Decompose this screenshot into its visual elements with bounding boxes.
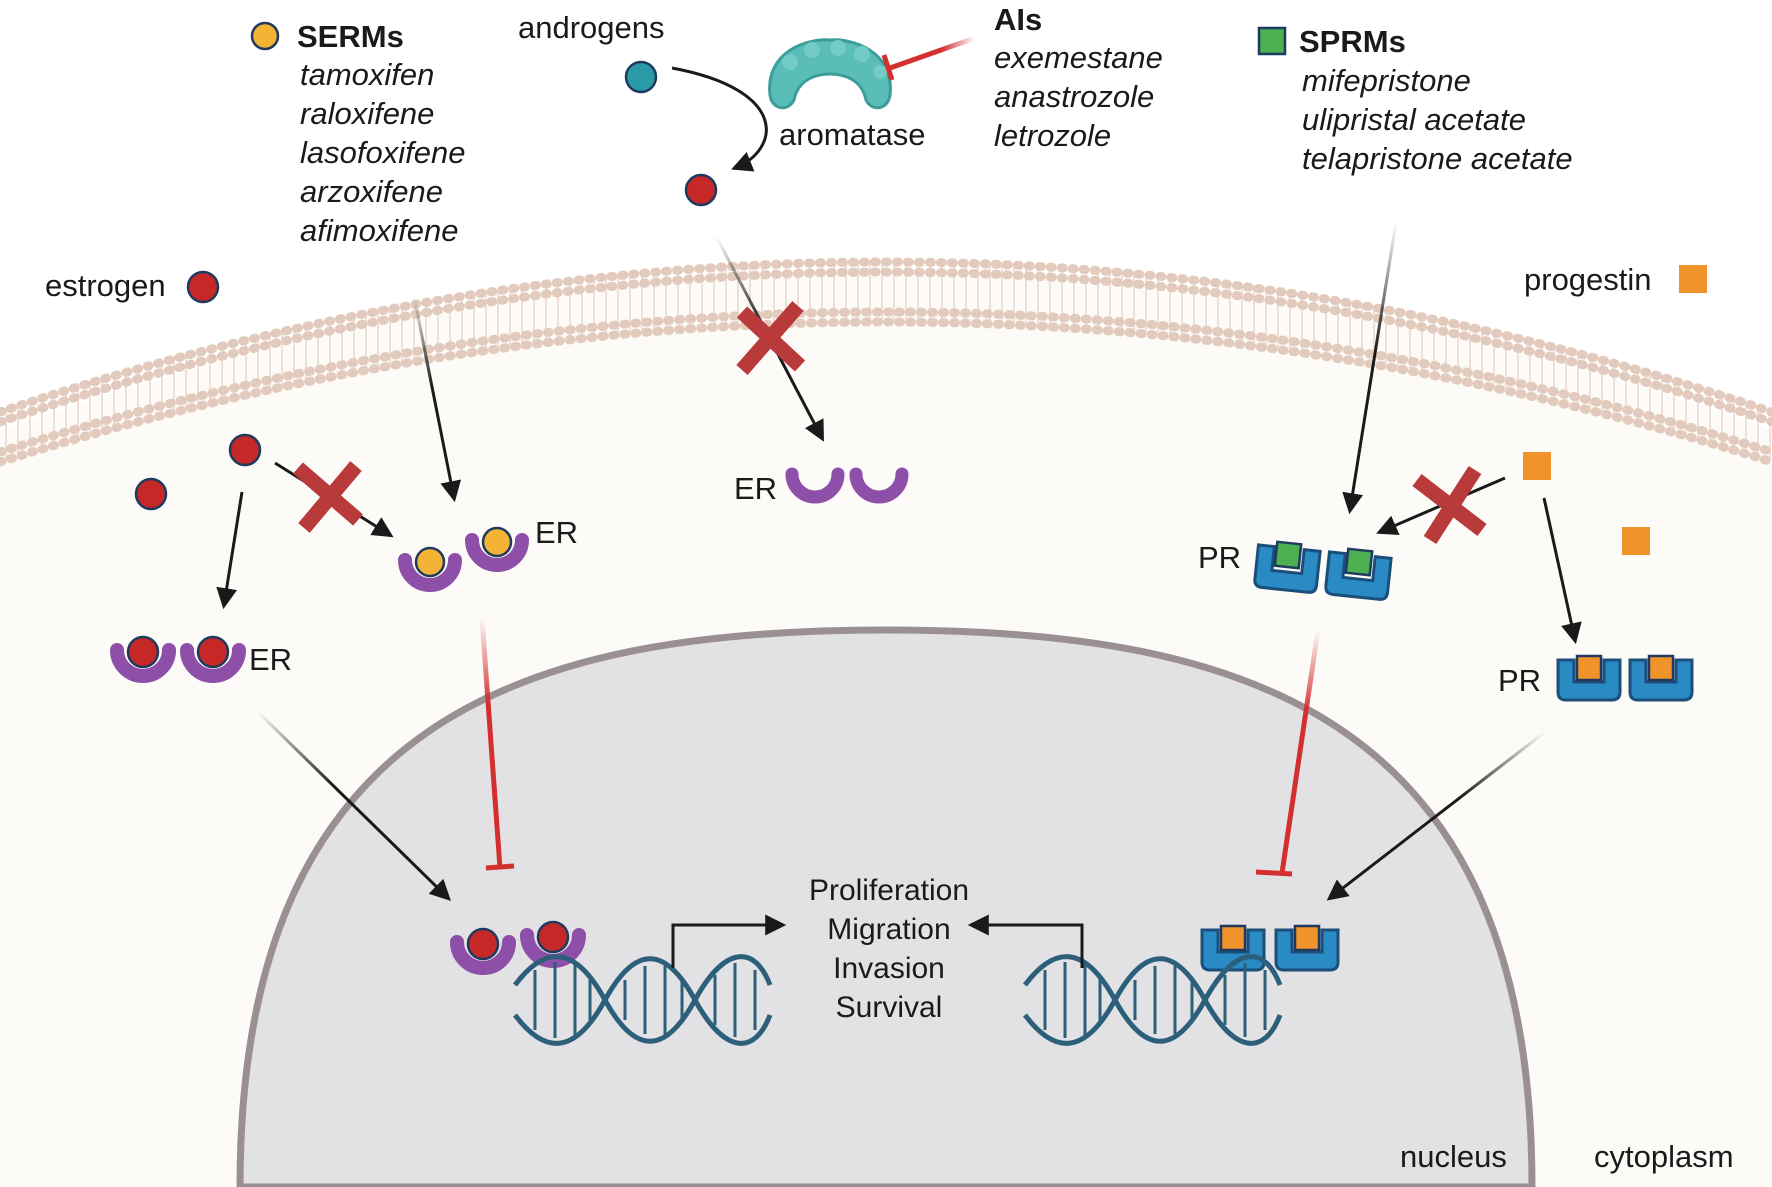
estrogen-legend-icon xyxy=(186,270,220,304)
serm-drug: afimoxifene xyxy=(300,213,459,248)
ai-inhibits-aromatase xyxy=(889,35,976,71)
serm-drug: arzoxifene xyxy=(300,174,443,209)
er-receptor-serm-bound xyxy=(398,526,529,592)
serm-to-er-arrow xyxy=(412,295,462,503)
sprm-drug: telapristone acetate xyxy=(1302,141,1573,176)
er-receptor-estrogen-bound xyxy=(110,635,246,683)
blocked-x-mark xyxy=(293,461,363,533)
er-label: ER xyxy=(249,642,292,677)
outcome-survival: Survival xyxy=(836,991,943,1024)
androgens-label: androgens xyxy=(518,10,665,45)
er-to-nucleus-arrow xyxy=(256,710,452,901)
aromatase-label: aromatase xyxy=(779,117,925,152)
estrogen-to-er-arrow xyxy=(216,491,244,610)
serms-heading: SERMs xyxy=(297,19,404,54)
androgen-to-estrogen-arrow xyxy=(671,66,768,172)
serm-drug: lasofoxifene xyxy=(300,135,465,170)
serm-inhibits-transcription xyxy=(479,617,503,869)
estrogen-label: estrogen xyxy=(45,268,166,303)
progestin-molecule xyxy=(1523,452,1551,480)
aromatase-enzyme xyxy=(768,38,892,110)
pr-receptor-sprm-bound xyxy=(1253,540,1393,601)
ai-drug: exemestane xyxy=(994,40,1163,75)
progestin-to-pr-arrow xyxy=(1542,497,1582,645)
androgen-molecule xyxy=(624,60,658,94)
pr-receptor-nuclear xyxy=(1200,924,1340,972)
blocked-x-mark xyxy=(1412,465,1487,545)
pr-receptor-progestin-bound xyxy=(1556,654,1694,702)
pr-to-nucleus-arrow xyxy=(1326,730,1546,901)
nucleus xyxy=(236,626,1536,1187)
sprm-inhibit-bar xyxy=(1255,869,1293,877)
progestin-legend-icon xyxy=(1679,265,1707,293)
sprms-heading: SPRMs xyxy=(1299,24,1406,59)
progestin-molecule xyxy=(1622,527,1650,555)
sprm-legend-icon xyxy=(1257,26,1287,56)
ai-inhibit-bar xyxy=(881,54,895,81)
estrogen-molecule xyxy=(228,433,262,467)
serm-legend-icon xyxy=(250,21,280,51)
cytoplasm-label: cytoplasm xyxy=(1594,1139,1734,1174)
sprm-drug: mifepristone xyxy=(1302,63,1471,98)
er-receptor-nuclear xyxy=(450,920,586,975)
nucleus-label: nucleus xyxy=(1400,1139,1507,1174)
ai-drug: letrozole xyxy=(994,118,1111,153)
membrane-inner-leaflet-2 xyxy=(0,317,1772,467)
serm-drug: tamoxifen xyxy=(300,57,434,92)
er-label: ER xyxy=(535,515,578,550)
er-receptor-empty xyxy=(785,467,909,504)
ais-heading: AIs xyxy=(994,2,1042,37)
pr-label: PR xyxy=(1498,663,1541,698)
blocked-x-mark xyxy=(736,301,806,375)
ai-drug: anastrozole xyxy=(994,79,1154,114)
sprm-to-pr-arrow xyxy=(1342,221,1398,515)
right-dna-to-outcome-arrow xyxy=(967,914,1084,968)
dna-left xyxy=(513,954,773,1046)
left-dna-to-outcome-arrow xyxy=(671,914,787,968)
sprm-inhibits-transcription xyxy=(1279,629,1321,874)
outcome-migration: Migration xyxy=(827,913,950,946)
outcome-invasion: Invasion xyxy=(833,952,945,985)
progestin-label: progestin xyxy=(1524,262,1652,297)
serm-drug: raloxifene xyxy=(300,96,434,131)
pr-label: PR xyxy=(1198,540,1241,575)
estrogen-molecule xyxy=(684,173,718,207)
estrogen-molecule xyxy=(134,477,168,511)
dna-right xyxy=(1023,954,1283,1046)
membrane-outer-leaflet-2 xyxy=(0,267,1772,427)
membrane-outer-leaflet xyxy=(0,257,1772,417)
outcome-proliferation: Proliferation xyxy=(809,874,969,907)
membrane-inner-leaflet xyxy=(0,307,1772,457)
er-label: ER xyxy=(734,471,777,506)
serm-inhibit-bar xyxy=(485,863,515,871)
sprm-drug: ulipristal acetate xyxy=(1302,102,1526,137)
